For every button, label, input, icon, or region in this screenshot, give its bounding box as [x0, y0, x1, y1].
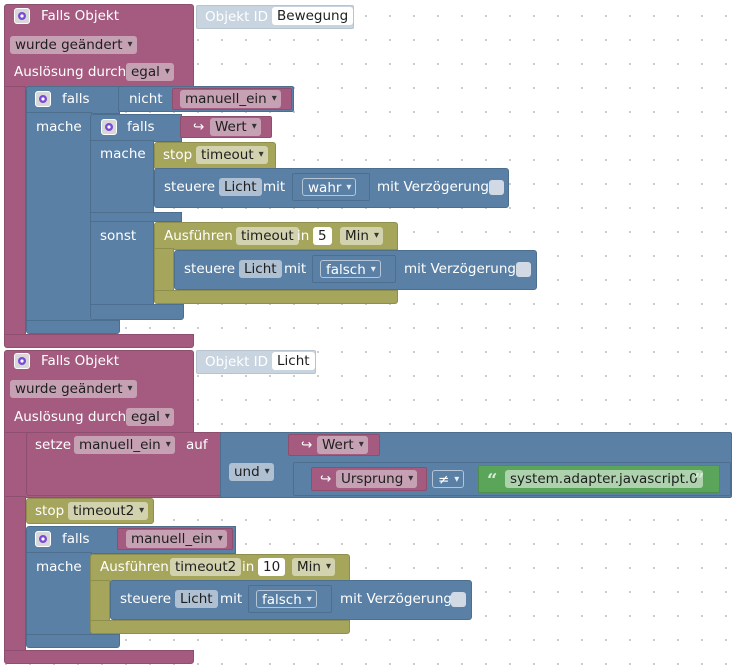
- object-field[interactable]: Licht: [239, 260, 282, 278]
- trigger-dropdown[interactable]: egal: [126, 63, 174, 81]
- delay-label: mit Verzögerung: [404, 261, 516, 277]
- timer-label: Ausführen: [164, 228, 233, 244]
- return-arrow-icon: ↪: [193, 119, 205, 135]
- if-block-outer-spine: [26, 112, 92, 326]
- with-label: mit: [263, 179, 286, 195]
- timer-block-footer: [90, 620, 350, 634]
- timer-label: Ausführen: [100, 559, 169, 575]
- trigger-label: Auslösung durch: [14, 409, 127, 425]
- trigger-label: Auslösung durch: [14, 64, 127, 80]
- object-id-label: Objekt ID: [205, 9, 269, 25]
- with-label: mit: [284, 261, 307, 277]
- timer-block-footer: [154, 290, 398, 304]
- if-falls-label: falls: [62, 91, 90, 107]
- if-mache-label: mache: [100, 146, 146, 162]
- close-quote-icon: ”: [694, 470, 705, 491]
- bool-dropdown[interactable]: wahr: [302, 178, 357, 197]
- variable-dropdown[interactable]: manuell_ein: [126, 530, 227, 548]
- if-mache-label: mache: [36, 559, 82, 575]
- object-id-value[interactable]: Bewegung: [272, 7, 354, 25]
- trigger-dropdown[interactable]: egal: [126, 408, 174, 426]
- timer-unit-dropdown[interactable]: Min: [340, 227, 383, 245]
- value-dropdown[interactable]: Wert: [210, 118, 261, 136]
- set-to-label: auf: [186, 437, 208, 453]
- timer-var-field[interactable]: timeout: [236, 227, 299, 245]
- delay-label: mit Verzögerung: [340, 591, 452, 607]
- control-label: steuere: [184, 261, 236, 277]
- gear-icon[interactable]: [35, 531, 51, 547]
- event-title: Falls Objekt: [41, 353, 119, 369]
- timeout-dropdown[interactable]: timeout2: [68, 502, 149, 520]
- with-label: mit: [220, 591, 243, 607]
- object-id-value[interactable]: Licht: [272, 352, 315, 370]
- not-label: nicht: [129, 91, 163, 107]
- gear-icon[interactable]: [35, 91, 51, 107]
- timeout-dropdown[interactable]: timeout: [196, 146, 268, 164]
- if-block-spine: [26, 552, 92, 636]
- change-type-dropdown[interactable]: wurde geändert: [10, 36, 137, 54]
- delay-checkbox[interactable]: [451, 592, 466, 607]
- gear-icon[interactable]: [14, 353, 30, 369]
- if-block-inner-sonst-row: [90, 212, 182, 222]
- timer-number-field[interactable]: 10: [258, 558, 286, 576]
- if-falls-label: falls: [127, 119, 155, 135]
- delay-label: mit Verzögerung: [377, 179, 489, 195]
- timer-var-field[interactable]: timeout2: [170, 558, 242, 576]
- stop-label: stop: [163, 147, 193, 163]
- delay-checkbox[interactable]: [489, 180, 504, 195]
- if-block-inner-footer: [90, 304, 184, 320]
- event-block-footer: [4, 650, 194, 664]
- change-type-dropdown[interactable]: wurde geändert: [10, 380, 137, 398]
- timer-in-label: in: [242, 559, 255, 575]
- string-field[interactable]: system.adapter.javascript.0: [505, 470, 703, 488]
- bool-dropdown[interactable]: falsch: [256, 590, 317, 609]
- set-label: setze: [35, 437, 72, 453]
- return-arrow-icon: ↪: [301, 437, 313, 453]
- if-falls-label: falls: [62, 531, 90, 547]
- control-label: steuere: [164, 179, 216, 195]
- delay-checkbox[interactable]: [516, 262, 531, 277]
- and-dropdown[interactable]: und: [229, 463, 274, 481]
- control-label: steuere: [120, 591, 172, 607]
- if-block-inner-spine: [90, 140, 154, 314]
- event-block-footer: [4, 334, 194, 348]
- event-block-spine: [4, 496, 26, 654]
- object-field[interactable]: Licht: [219, 178, 262, 196]
- return-arrow-icon: ↪: [320, 471, 332, 487]
- origin-dropdown[interactable]: Ursprung: [336, 470, 418, 488]
- value-dropdown[interactable]: Wert: [317, 436, 368, 454]
- operator-dropdown[interactable]: ≠: [432, 470, 465, 489]
- gear-icon[interactable]: [14, 8, 30, 24]
- if-mache-label: mache: [36, 119, 82, 135]
- timer-unit-dropdown[interactable]: Min: [292, 558, 335, 576]
- if-block-outer-footer: [26, 320, 120, 334]
- bool-dropdown[interactable]: falsch: [320, 260, 381, 279]
- if-block-footer: [26, 634, 120, 648]
- event-block-spine: [4, 86, 26, 344]
- set-variable-dropdown[interactable]: manuell_ein: [74, 436, 175, 454]
- timer-block-spine: [90, 580, 110, 624]
- timer-in-label: in: [297, 228, 310, 244]
- if-sonst-label: sonst: [100, 228, 137, 244]
- gear-icon[interactable]: [101, 119, 117, 135]
- timer-number-field[interactable]: 5: [313, 227, 332, 245]
- event-title: Falls Objekt: [41, 8, 119, 24]
- timer-block-spine: [154, 248, 174, 292]
- object-id-label: Objekt ID: [205, 354, 269, 370]
- object-field[interactable]: Licht: [175, 590, 218, 608]
- open-quote-icon: “: [487, 470, 498, 491]
- variable-dropdown[interactable]: manuell_ein: [180, 90, 281, 108]
- stop-label: stop: [35, 503, 65, 519]
